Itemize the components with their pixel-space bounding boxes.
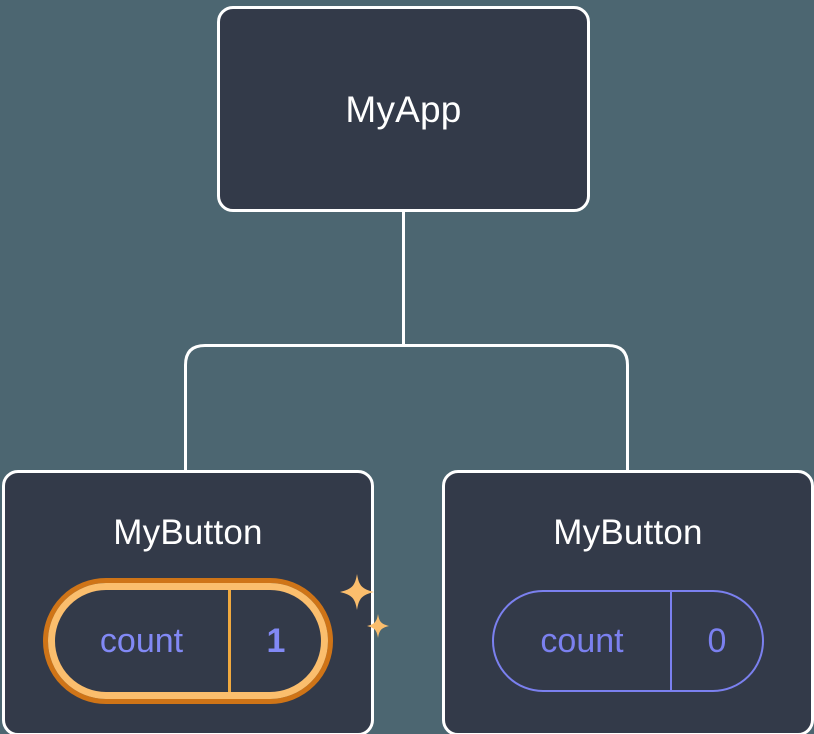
state-pill-left-highlight-ring: count 1 xyxy=(43,578,333,704)
state-pill-left-key: count xyxy=(99,622,184,660)
node-mybutton-left-label: MyButton xyxy=(113,513,263,552)
node-mybutton-right[interactable]: MyButton count 0 xyxy=(442,470,814,734)
node-mybutton-left[interactable]: MyButton count 1 xyxy=(2,470,389,734)
state-pill-right-value: 0 xyxy=(707,622,727,660)
state-pill-left[interactable]: count 1 xyxy=(48,583,328,699)
state-pill-right-wrap: count 0 xyxy=(492,590,764,692)
node-myapp[interactable]: MyApp xyxy=(217,6,590,212)
state-pill-right[interactable]: count 0 xyxy=(492,590,764,692)
state-pill-left-wrap: count 1 xyxy=(43,574,389,704)
state-pill-right-divider xyxy=(670,592,672,690)
state-pill-left-value: 1 xyxy=(266,622,286,660)
sparkles-icon xyxy=(340,574,389,638)
edge-branch-bar xyxy=(184,344,629,470)
state-pill-left-divider xyxy=(228,590,231,692)
node-mybutton-right-label: MyButton xyxy=(553,513,703,552)
state-pill-right-key: count xyxy=(540,622,624,660)
node-myapp-label: MyApp xyxy=(345,88,462,130)
